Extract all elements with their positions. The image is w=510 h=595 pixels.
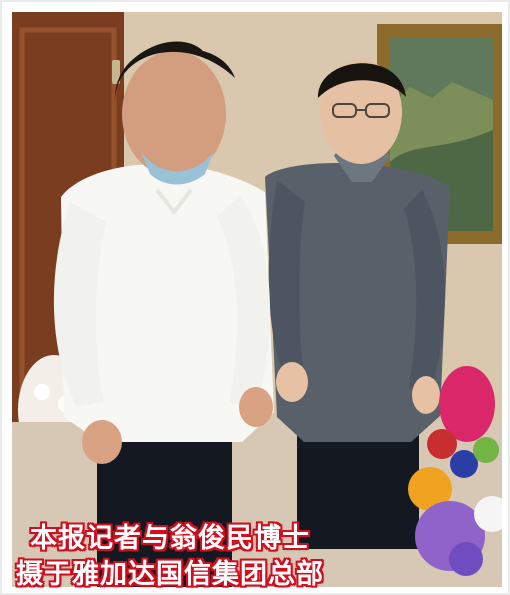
white-flower [474, 496, 502, 532]
hair-right [317, 63, 406, 98]
orange-flower [408, 467, 452, 511]
shirt-collar-open [155, 188, 193, 216]
decorative-flowers [408, 366, 502, 576]
person-right [265, 60, 450, 549]
hair-left [114, 41, 235, 103]
left-arm-white-sleeve [53, 202, 107, 407]
pink-ribbon-flower [439, 366, 495, 442]
person-left [53, 41, 274, 587]
right-arm-white-sleeve [217, 195, 271, 410]
purple-petal-group [449, 542, 483, 576]
left-person-hand-right [239, 387, 273, 427]
blue-flower-cluster [450, 450, 478, 478]
face-mask [141, 151, 214, 185]
right-arm-sleeve [404, 190, 445, 392]
left-person-hand-left [82, 420, 122, 464]
gray-shirt [265, 163, 450, 443]
photo-illustration [12, 12, 502, 587]
flower-bloom [34, 384, 50, 400]
right-person-hand-left [276, 362, 308, 402]
face-right [320, 60, 402, 164]
left-arm-sleeve [268, 180, 305, 380]
white-shirt [61, 164, 274, 442]
right-person-hand-right [412, 376, 440, 414]
face-left [122, 51, 226, 177]
green-leaves [473, 437, 499, 463]
photograph [12, 12, 502, 587]
door-handle [112, 60, 120, 84]
red-flower-cluster [427, 429, 457, 459]
right-trousers [297, 424, 419, 549]
